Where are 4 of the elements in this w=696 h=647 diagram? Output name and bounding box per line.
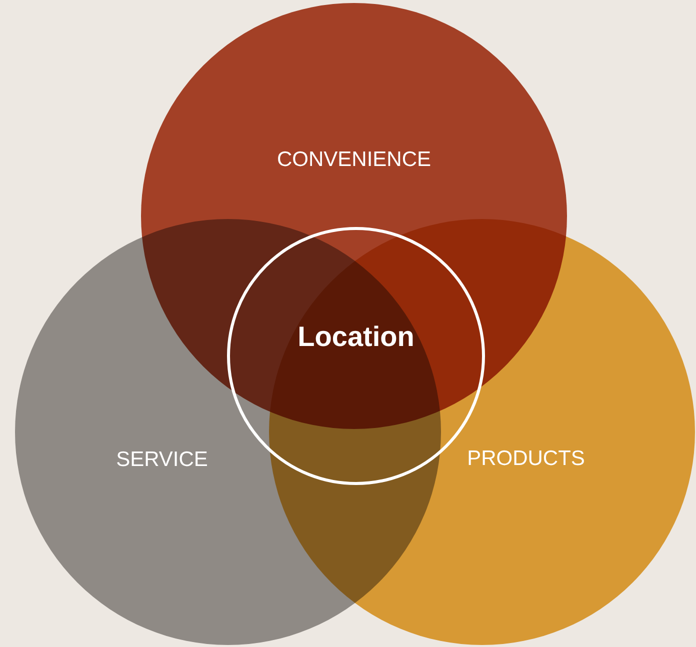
circle-label: PRODUCTS [467, 447, 585, 471]
circle-label: CONVENIENCE [276, 148, 432, 172]
circle-label: SERVICE [116, 448, 208, 472]
circle-label: Location [298, 321, 414, 353]
